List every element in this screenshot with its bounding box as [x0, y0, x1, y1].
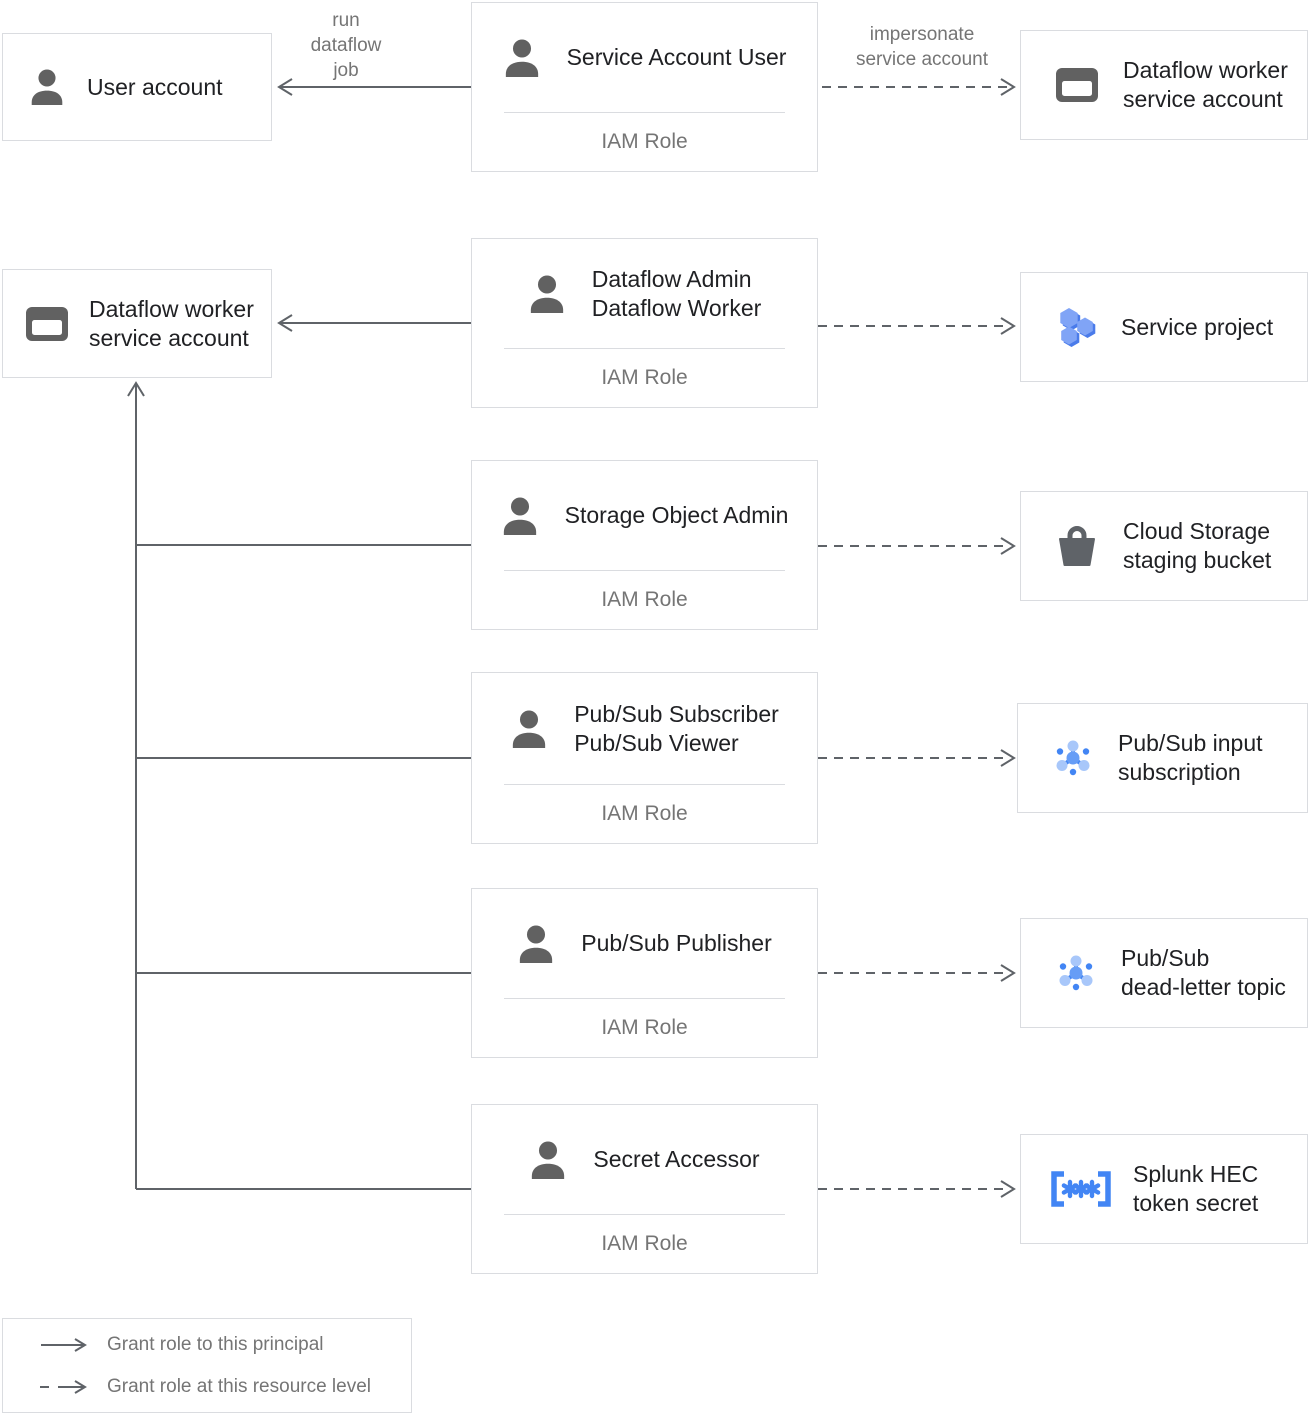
run-dataflow-job-label: run dataflow job — [310, 10, 382, 81]
role-label: Storage Object Admin — [564, 502, 789, 528]
divider — [504, 348, 785, 349]
node-label: User account — [87, 73, 223, 100]
service-account-card-icon — [1055, 67, 1099, 103]
node-label: Dataflow worker service account — [1123, 57, 1288, 112]
role-label: Secret Accessor — [593, 1146, 760, 1172]
dataflow-worker-service-account-node-right: Dataflow worker service account — [1020, 30, 1308, 140]
role-node-pubsub-publisher: Pub/Sub Publisher IAM Role — [471, 888, 818, 1058]
person-icon — [517, 924, 555, 964]
person-icon — [29, 68, 65, 106]
role-label: Dataflow Admin Dataflow Worker — [591, 265, 762, 321]
node-label: Pub/Sub dead-letter topic — [1121, 945, 1286, 1000]
node-label: Dataflow worker service account — [89, 295, 254, 351]
role-label: Service Account User — [566, 44, 787, 70]
iam-role-label: IAM Role — [601, 588, 688, 611]
legend-label: Grant role to this principal — [107, 1333, 324, 1355]
dashed-arrow-icon — [40, 1379, 87, 1394]
divider — [504, 998, 785, 999]
person-icon — [528, 274, 566, 314]
iam-role-label: IAM Role — [601, 130, 688, 153]
pubsub-graph-icon — [1055, 952, 1097, 994]
splunk-hec-token-secret-node: Splunk HEC token secret — [1020, 1134, 1308, 1244]
secret-brackets-icon — [1047, 1169, 1115, 1209]
legend-label: Grant role at this resource level — [107, 1375, 372, 1397]
pubsub-dead-letter-topic-node: Pub/Sub dead-letter topic — [1020, 918, 1308, 1028]
service-project-node: Service project — [1020, 272, 1308, 382]
node-label: Pub/Sub input subscription — [1118, 730, 1263, 785]
iam-role-label: IAM Role — [601, 802, 688, 825]
cloud-storage-staging-bucket-node: Cloud Storage staging bucket — [1020, 491, 1308, 601]
service-account-card-icon — [25, 306, 69, 342]
role-label: Pub/Sub Publisher — [581, 930, 772, 956]
divider — [504, 784, 785, 785]
node-label: Cloud Storage staging bucket — [1123, 518, 1272, 573]
legend: Grant role to this principal Grant role … — [2, 1318, 412, 1413]
user-account-node: User account — [2, 33, 272, 141]
person-icon — [501, 496, 539, 536]
role-node-dataflow-admin-worker: Dataflow Admin Dataflow Worker IAM Role — [471, 238, 818, 408]
pubsub-graph-icon — [1052, 737, 1094, 779]
storage-bucket-icon — [1055, 526, 1099, 566]
impersonate-service-account-label: impersonate service account — [855, 24, 988, 70]
project-hexagons-icon — [1055, 306, 1097, 348]
dataflow-worker-service-account-node-left: Dataflow worker service account — [2, 269, 272, 378]
divider — [504, 1214, 785, 1215]
solid-arrow-icon — [41, 1337, 87, 1352]
divider — [504, 570, 785, 571]
role-node-pubsub-subscriber-viewer: Pub/Sub Subscriber Pub/Sub Viewer IAM Ro… — [471, 672, 818, 844]
iam-role-label: IAM Role — [601, 1016, 688, 1039]
iam-role-label: IAM Role — [601, 1232, 688, 1255]
iam-role-label: IAM Role — [601, 366, 688, 389]
person-icon — [529, 1140, 567, 1180]
person-icon — [510, 709, 548, 749]
node-label: Service project — [1121, 313, 1274, 340]
person-icon — [503, 38, 541, 78]
pubsub-input-subscription-node: Pub/Sub input subscription — [1017, 703, 1308, 813]
divider — [504, 112, 785, 113]
legend-row-solid: Grant role to this principal — [39, 1328, 411, 1362]
role-node-storage-object-admin: Storage Object Admin IAM Role — [471, 460, 818, 630]
role-node-secret-accessor: Secret Accessor IAM Role — [471, 1104, 818, 1274]
legend-row-dashed: Grant role at this resource level — [39, 1370, 411, 1404]
role-node-service-account-user: Service Account User IAM Role — [471, 2, 818, 172]
role-label: Pub/Sub Subscriber Pub/Sub Viewer — [574, 700, 779, 756]
node-label: Splunk HEC token secret — [1133, 1161, 1259, 1216]
